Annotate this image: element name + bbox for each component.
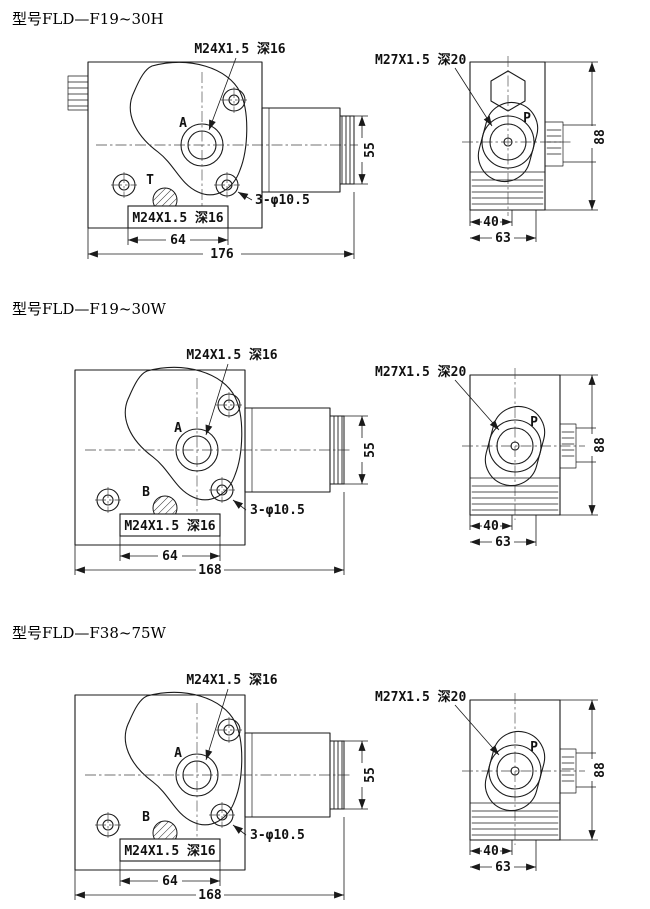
f38-75w-side-view: M27X1.5 深20 P 40 63 88 bbox=[375, 689, 608, 875]
dim-168: 168 bbox=[198, 563, 222, 578]
dim-63: 63 bbox=[495, 860, 511, 875]
port-t-label: T bbox=[146, 173, 154, 188]
port-p-hole bbox=[481, 115, 535, 169]
port-p-hole bbox=[488, 744, 542, 798]
f19-30w-side-view: M27X1.5 深20 P 40 63 88 bbox=[375, 364, 608, 550]
dim-64: 64 bbox=[162, 549, 178, 564]
port-a-hole bbox=[180, 123, 224, 167]
dim-176: 176 bbox=[210, 247, 234, 262]
dim-64: 64 bbox=[170, 233, 186, 248]
dim-88: 88 bbox=[593, 129, 608, 145]
solenoid-coil bbox=[261, 107, 341, 193]
dim-40: 40 bbox=[483, 215, 499, 230]
dim-40: 40 bbox=[483, 844, 499, 859]
f38-75w-front-view: M24X1.5 深16 A B M24X1.5 深16 3-φ10.5 64 1… bbox=[74, 672, 378, 903]
port-b-label: B bbox=[142, 810, 150, 825]
dim-64: 64 bbox=[162, 874, 178, 889]
bottom-thread-box bbox=[127, 205, 229, 229]
coil-end-cap bbox=[329, 415, 345, 485]
model-title-1: 型号FLD—F19~30H bbox=[12, 10, 164, 28]
ribbed-block bbox=[67, 75, 89, 111]
port-a-hole bbox=[175, 428, 219, 472]
dim-88: 88 bbox=[593, 437, 608, 453]
bottom-thread-box bbox=[119, 513, 221, 537]
dim-168: 168 bbox=[198, 888, 222, 903]
f19-30h-front-view: M24X1.5 深16 A T M24X1.5 深16 3-φ10.5 64 1… bbox=[67, 41, 378, 262]
port-a-label: A bbox=[174, 746, 182, 761]
dim-40: 40 bbox=[483, 519, 499, 534]
port-p-label: P bbox=[530, 740, 538, 755]
model-title-3: 型号FLD—F38~75W bbox=[12, 624, 166, 642]
port-b-label: B bbox=[142, 485, 150, 500]
f19-30h-side-view: M27X1.5 深20 P 40 63 88 bbox=[375, 52, 608, 246]
thread-label-top: M24X1.5 深16 bbox=[186, 347, 277, 363]
side-ledge bbox=[559, 423, 577, 469]
bottom-thread-box bbox=[119, 838, 221, 862]
thread-label-side: M27X1.5 深20 bbox=[375, 689, 466, 705]
boss-outline bbox=[124, 691, 243, 826]
holes-label: 3-φ10.5 bbox=[255, 193, 310, 208]
holes-label: 3-φ10.5 bbox=[250, 503, 305, 518]
thread-label-top: M24X1.5 深16 bbox=[186, 672, 277, 688]
boss-outline bbox=[129, 61, 248, 196]
f38-75w-views: M24X1.5 深16 A B M24X1.5 深16 3-φ10.5 64 1… bbox=[74, 672, 608, 903]
thread-label-top: M24X1.5 深16 bbox=[194, 41, 285, 57]
port-p-hole bbox=[488, 419, 542, 473]
f19-30w-front-view: M24X1.5 深16 A B M24X1.5 深16 3-φ10.5 64 1… bbox=[74, 347, 378, 578]
side-ledge bbox=[559, 748, 577, 794]
dim-55: 55 bbox=[363, 142, 378, 158]
dim-55: 55 bbox=[363, 767, 378, 783]
thread-label-side: M27X1.5 深20 bbox=[375, 52, 466, 68]
dim-63: 63 bbox=[495, 535, 511, 550]
port-p-label: P bbox=[530, 415, 538, 430]
thread-label-bottom: M24X1.5 深16 bbox=[124, 518, 215, 534]
port-a-label: A bbox=[174, 421, 182, 436]
port-a-label: A bbox=[179, 116, 187, 131]
thread-label-bottom: M24X1.5 深16 bbox=[132, 210, 223, 226]
boss-outline bbox=[124, 366, 243, 501]
port-a-hole bbox=[175, 753, 219, 797]
side-ledge bbox=[544, 121, 564, 167]
port-p-label: P bbox=[523, 111, 531, 126]
thread-label-side: M27X1.5 深20 bbox=[375, 364, 466, 380]
dim-55: 55 bbox=[363, 442, 378, 458]
model-title-2: 型号FLD—F19~30W bbox=[12, 300, 166, 318]
dim-63: 63 bbox=[495, 231, 511, 246]
coil-end-cap bbox=[329, 740, 345, 810]
dim-88: 88 bbox=[593, 762, 608, 778]
coil-end-cap bbox=[339, 115, 355, 185]
thread-label-bottom: M24X1.5 深16 bbox=[124, 843, 215, 859]
holes-label: 3-φ10.5 bbox=[250, 828, 305, 843]
